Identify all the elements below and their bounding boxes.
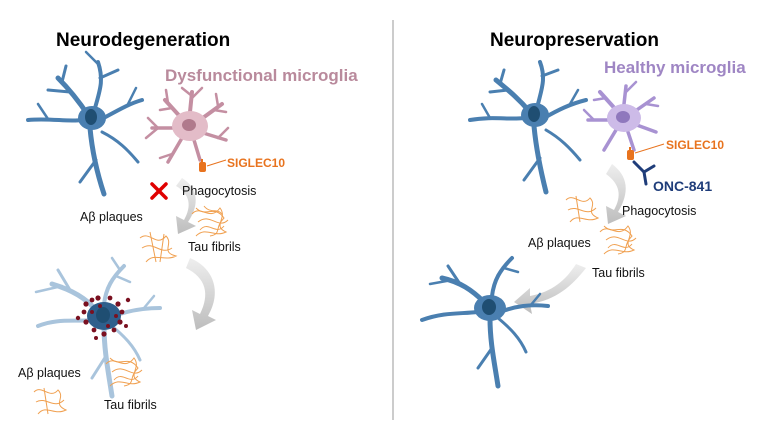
healthy-microglia-label: Healthy microglia: [604, 58, 746, 77]
neuron-healthy-right-top: [468, 60, 588, 195]
right-panel-title: Neuropreservation: [490, 30, 659, 51]
abeta-plaques-label-right: Aβ plaques: [528, 236, 591, 250]
receptor-pointer-right: [634, 143, 665, 154]
neuron-nucleus-preserved: [482, 299, 496, 315]
abeta-plaques-label-bottom-left: Aβ plaques: [18, 366, 81, 380]
tau-fibrils-label-left: Tau fibrils: [188, 240, 241, 254]
neuron-preserved: [420, 256, 550, 389]
dysfunctional-microglia-label: Dysfunctional microglia: [165, 66, 358, 85]
onc-841-label: ONC-841: [653, 178, 713, 194]
arrow-to-preserved-neuron: [514, 264, 586, 314]
tau-fibril-clump-bottom-left: [105, 357, 143, 387]
tau-fibrils-label-bottom-left: Tau fibrils: [104, 398, 157, 412]
neuron-nucleus-right-top: [528, 106, 540, 122]
neuron-nucleus-left: [85, 109, 97, 125]
abeta-plaques-label-left: Aβ plaques: [80, 210, 143, 224]
arrow-blocked-phagocytosis: [176, 178, 196, 234]
siglec10-receptor-right: [627, 150, 634, 160]
abeta-plaque-left: [139, 231, 178, 263]
block-x-mark: [150, 182, 168, 200]
left-panel-title: Neurodegeneration: [56, 30, 231, 51]
abeta-plaque-right: [565, 195, 600, 223]
arrow-active-phagocytosis: [606, 164, 626, 224]
microglia-nucleus-healthy: [616, 111, 630, 123]
abeta-plaque-bottom-left: [33, 387, 68, 415]
onc-841-antibody: [632, 160, 656, 186]
siglec10-receptor-left: [199, 162, 206, 172]
phagocytosis-label-right: Phagocytosis: [622, 204, 697, 218]
receptor-pointer-left: [206, 159, 227, 167]
microglia-nucleus-dysfunctional: [182, 119, 196, 131]
protein-aggregates: [75, 295, 131, 340]
tau-fibrils-label-right: Tau fibrils: [592, 266, 645, 280]
tau-fibril-clump-left: [191, 205, 229, 237]
phagocytosis-label-left: Phagocytosis: [182, 184, 257, 198]
neuron-nucleus-degenerating: [96, 307, 110, 323]
tau-fibril-clump-right: [599, 225, 637, 255]
siglec10-label-left: SIGLEC10: [227, 156, 286, 170]
arrow-to-degenerating-neuron: [186, 258, 216, 330]
siglec10-label-right: SIGLEC10: [666, 138, 725, 152]
